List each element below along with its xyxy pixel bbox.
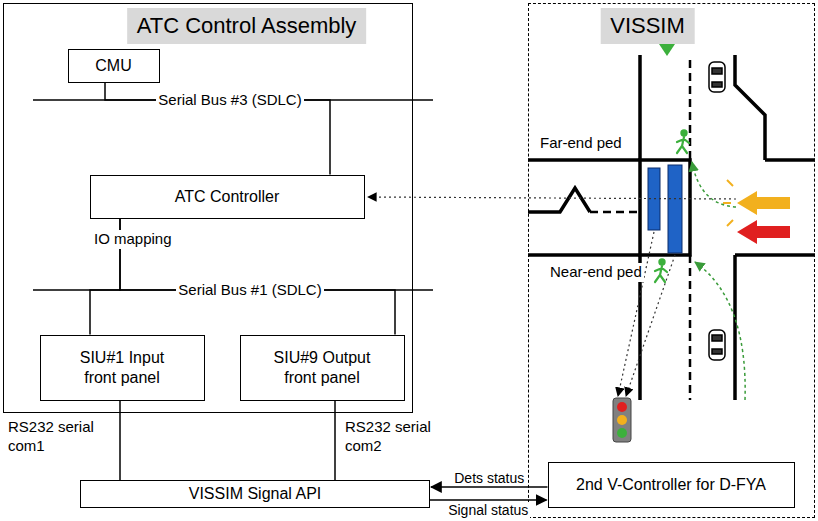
- api-box: VISSIM Signal API: [80, 480, 430, 508]
- box-label: VISSIM Signal API: [189, 484, 322, 503]
- illustration-part: [727, 220, 733, 226]
- bus-label: Serial Bus #3 (SDLC): [156, 91, 303, 110]
- illustration-part: [528, 55, 815, 400]
- illustration-part: [765, 158, 815, 162]
- edge-label: Dets status: [452, 470, 526, 486]
- illustration-part: [640, 160, 690, 255]
- illustration-part: [618, 232, 675, 396]
- illustration-part: [590, 211, 640, 214]
- illustration-part: [692, 162, 736, 207]
- port-label: RS232 serial com2: [343, 418, 443, 456]
- box-label: CMU: [95, 56, 131, 75]
- illustration-part: [723, 180, 733, 226]
- illustration-part: [617, 415, 627, 425]
- illustration-part: [735, 253, 815, 257]
- signal-arrow: [430, 499, 547, 501]
- bus-label: Serial Bus #1 (SDLC): [176, 281, 323, 300]
- ped-label: Far-end ped: [538, 134, 624, 153]
- illustration-part: [617, 402, 627, 412]
- illustration-part: [712, 335, 722, 341]
- bus-wire: [105, 83, 330, 175]
- illustration-part: [659, 44, 675, 56]
- illustration-part: [590, 60, 690, 400]
- illustration-part: [689, 60, 692, 160]
- illustration-part: [712, 349, 722, 354]
- illustration-part: [668, 165, 682, 253]
- box-label: SIU#1 Input front panel: [66, 348, 178, 386]
- input-siu-box: SIU#1 Input front panel: [40, 335, 205, 401]
- illustration-part: [368, 197, 736, 199]
- assembly-frame: ATC Control AssemblyCMU ATC ControllerSIU…: [3, 3, 413, 413]
- illustration-part: [737, 191, 790, 215]
- mapping-note: IO mapping: [92, 230, 174, 249]
- illustration-part: [689, 255, 692, 400]
- signal-arrow: [431, 486, 548, 488]
- illustration-part: [733, 255, 737, 400]
- frame-title: VISSIM: [600, 8, 695, 44]
- ped-label: Near-end ped: [548, 263, 644, 282]
- illustration-part: [677, 137, 689, 153]
- vcontroller-box: 2nd V-Controller for D-FYA: [548, 462, 795, 508]
- illustration-part: [659, 259, 664, 264]
- illustration-part: [712, 82, 722, 87]
- illustration-part: [735, 55, 765, 160]
- illustration-part: [709, 330, 725, 360]
- cmu-box: CMU: [68, 49, 160, 83]
- edge-label: Signal status: [446, 502, 530, 518]
- simulation-frame: VISSIM 2nd V-Controller for D-FYA: [528, 3, 815, 518]
- controller-box: ATC Controller: [90, 175, 365, 219]
- illustration-part: [692, 162, 745, 400]
- illustration-part: [712, 68, 722, 74]
- illustration-part: [737, 220, 790, 244]
- illustration-part: [727, 180, 733, 186]
- illustration-part: [528, 253, 640, 257]
- illustration-part: [655, 266, 667, 282]
- illustration-part: [528, 158, 640, 162]
- illustration-part: [695, 262, 745, 400]
- illustration-part: [681, 130, 686, 135]
- illustration-part: [613, 398, 631, 442]
- illustration-part: [709, 62, 725, 92]
- frame-title: ATC Control Assembly: [127, 8, 367, 44]
- illustration-part: [528, 188, 590, 212]
- illustration-part: [90, 83, 548, 501]
- port-label: RS232 serial com1: [6, 418, 106, 456]
- illustration-part: [655, 130, 689, 282]
- illustration-part: [617, 428, 627, 438]
- illustration-part: [638, 55, 642, 160]
- box-label: ATC Controller: [175, 187, 280, 206]
- illustration-part: [709, 62, 725, 360]
- box-label: SIU#9 Output front panel: [266, 348, 378, 386]
- illustration-part: [618, 232, 654, 396]
- box-label: 2nd V-Controller for D-FYA: [576, 475, 766, 494]
- illustration-part: [723, 202, 731, 204]
- output-siu-box: SIU#9 Output front panel: [240, 335, 405, 401]
